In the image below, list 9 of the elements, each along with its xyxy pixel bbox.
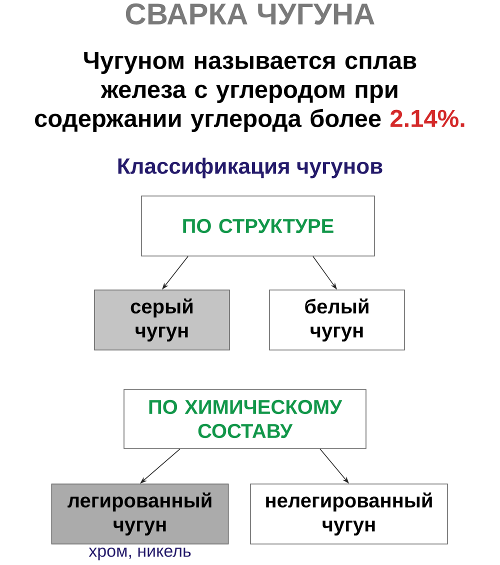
type-box: серый чугун bbox=[94, 290, 230, 350]
type-box: легированный чугун bbox=[51, 484, 229, 544]
note: хром, никель bbox=[88, 548, 191, 560]
category-box: ПО ХИМИЧЕСКОМУ СОСТАВУ bbox=[124, 389, 366, 449]
type-box: белый чугун bbox=[269, 290, 405, 350]
definition-text: Чугуном называется сплав железа с углеродом при содержании углерода более 2.14%. bbox=[35, 52, 464, 132]
type-box: нелегированный чугун bbox=[250, 484, 448, 544]
category-box: ПО СТРУКТУРЕ bbox=[141, 196, 375, 256]
title: СВАРКА ЧУГУНА bbox=[126, 3, 374, 25]
